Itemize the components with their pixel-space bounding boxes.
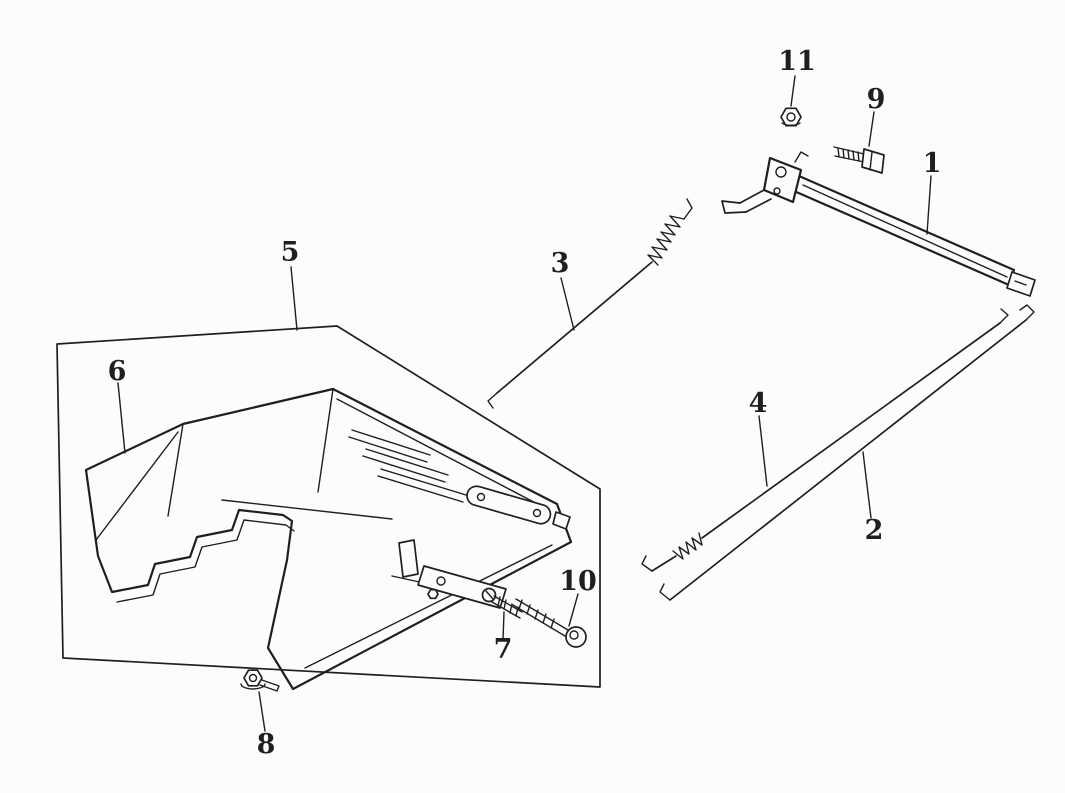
vent-slot-line	[348, 429, 431, 463]
callout-label-4: 4	[749, 388, 768, 419]
callout-label-3: 3	[551, 248, 570, 279]
cap-nut	[780, 107, 802, 127]
leader-2	[862, 451, 872, 519]
rod-shaft	[669, 319, 1027, 601]
fender-assembly	[84, 387, 573, 691]
clevis-hole	[476, 492, 486, 502]
spring-rod	[487, 198, 693, 409]
screw-threads	[497, 596, 519, 617]
return-spring-coil	[672, 532, 703, 560]
callout-labels: 1 2 3 4 5 6 7 8 9 10 11	[108, 46, 942, 760]
vent-slot-line	[362, 448, 449, 483]
callout-label-6: 6	[108, 356, 127, 387]
small-hex-bolt	[427, 588, 439, 600]
pivot-hole	[775, 166, 787, 178]
bolt-round-head	[565, 626, 587, 648]
bottom-lip-line	[304, 544, 553, 669]
callout-label-9: 9	[867, 84, 886, 115]
plate-hole	[436, 576, 446, 586]
flange-bolt-center	[248, 673, 258, 683]
brake-rod-with-spring	[641, 308, 1009, 572]
tension-spring-coil	[647, 215, 685, 266]
bolt-head	[861, 148, 885, 174]
boundary-outline	[56, 325, 601, 688]
cap-nut-base-arc	[781, 122, 801, 126]
leader-10	[568, 593, 579, 627]
rod-end-hook	[487, 392, 498, 409]
fender-silhouette	[84, 387, 573, 691]
support-post	[398, 539, 419, 578]
bracket-arm	[739, 189, 772, 213]
leader-9	[868, 111, 875, 147]
nose-facet-line	[167, 423, 184, 517]
callout-label-2: 2	[865, 515, 884, 546]
flange-bolt-hex	[243, 669, 263, 687]
arch-step-echo-line	[116, 519, 295, 603]
leader-lines	[117, 75, 932, 732]
rod-lower-shaft	[651, 555, 677, 572]
hex-bolt	[833, 146, 885, 174]
nose-crease-line	[95, 431, 179, 541]
spring-top-hook	[683, 198, 693, 220]
apex-crease-line	[317, 388, 334, 493]
bracket-fork	[721, 200, 747, 214]
pivot-bracket	[762, 156, 803, 204]
lever-bar-center-line	[802, 184, 1008, 278]
screw-head-slot	[485, 590, 494, 600]
hook-tab	[552, 511, 571, 530]
pivot-hole-small	[773, 187, 781, 195]
bolt-shaft	[512, 598, 569, 637]
boundary-outline-path	[56, 325, 601, 688]
bolt-threads	[837, 147, 860, 162]
rod-shaft	[701, 322, 1001, 539]
leader-8	[258, 691, 266, 732]
top-edge-thickness-line	[336, 398, 550, 511]
lever-foot-slot	[1014, 280, 1027, 286]
set-screw	[481, 587, 523, 619]
callout-label-11: 11	[778, 46, 816, 77]
bolt-head-center	[569, 630, 579, 640]
callout-label-10: 10	[559, 566, 597, 597]
rod-left-end	[659, 583, 671, 601]
cap-nut-hex	[780, 107, 802, 127]
vent-slot-line	[377, 468, 467, 503]
rod-shaft	[496, 261, 653, 394]
leader-3	[560, 277, 575, 331]
rod-right-hook	[999, 308, 1009, 324]
leader-5	[290, 266, 298, 331]
callout-label-8: 8	[257, 729, 276, 760]
bolt-threads	[518, 599, 555, 629]
lever-foot	[1006, 271, 1036, 297]
rod-left-foot	[641, 555, 653, 572]
bolt-head-facet	[869, 151, 873, 171]
long-brake-rod	[659, 304, 1035, 601]
leader-1	[926, 175, 932, 235]
leader-4	[758, 415, 768, 487]
hinge-bolt	[512, 598, 587, 648]
cap-nut-hole	[786, 112, 796, 122]
brake-lever-assembly	[721, 151, 1036, 297]
leader-7	[502, 611, 505, 641]
flange-bolt-shaft	[259, 679, 280, 692]
mounting-hardware	[391, 485, 571, 609]
leader-6	[117, 382, 126, 454]
callout-label-1: 1	[923, 148, 942, 179]
flange-bolt	[240, 669, 280, 692]
clevis-link-bar	[466, 485, 552, 525]
vent-slots	[348, 429, 467, 503]
clevis-hole	[532, 508, 542, 518]
rod-right-hook	[1019, 304, 1035, 321]
callout-label-7: 7	[494, 634, 513, 665]
bracket-top-tab	[794, 151, 809, 163]
panel-crease-line	[221, 499, 393, 520]
leader-11	[790, 75, 796, 107]
callout-label-5: 5	[281, 237, 300, 268]
